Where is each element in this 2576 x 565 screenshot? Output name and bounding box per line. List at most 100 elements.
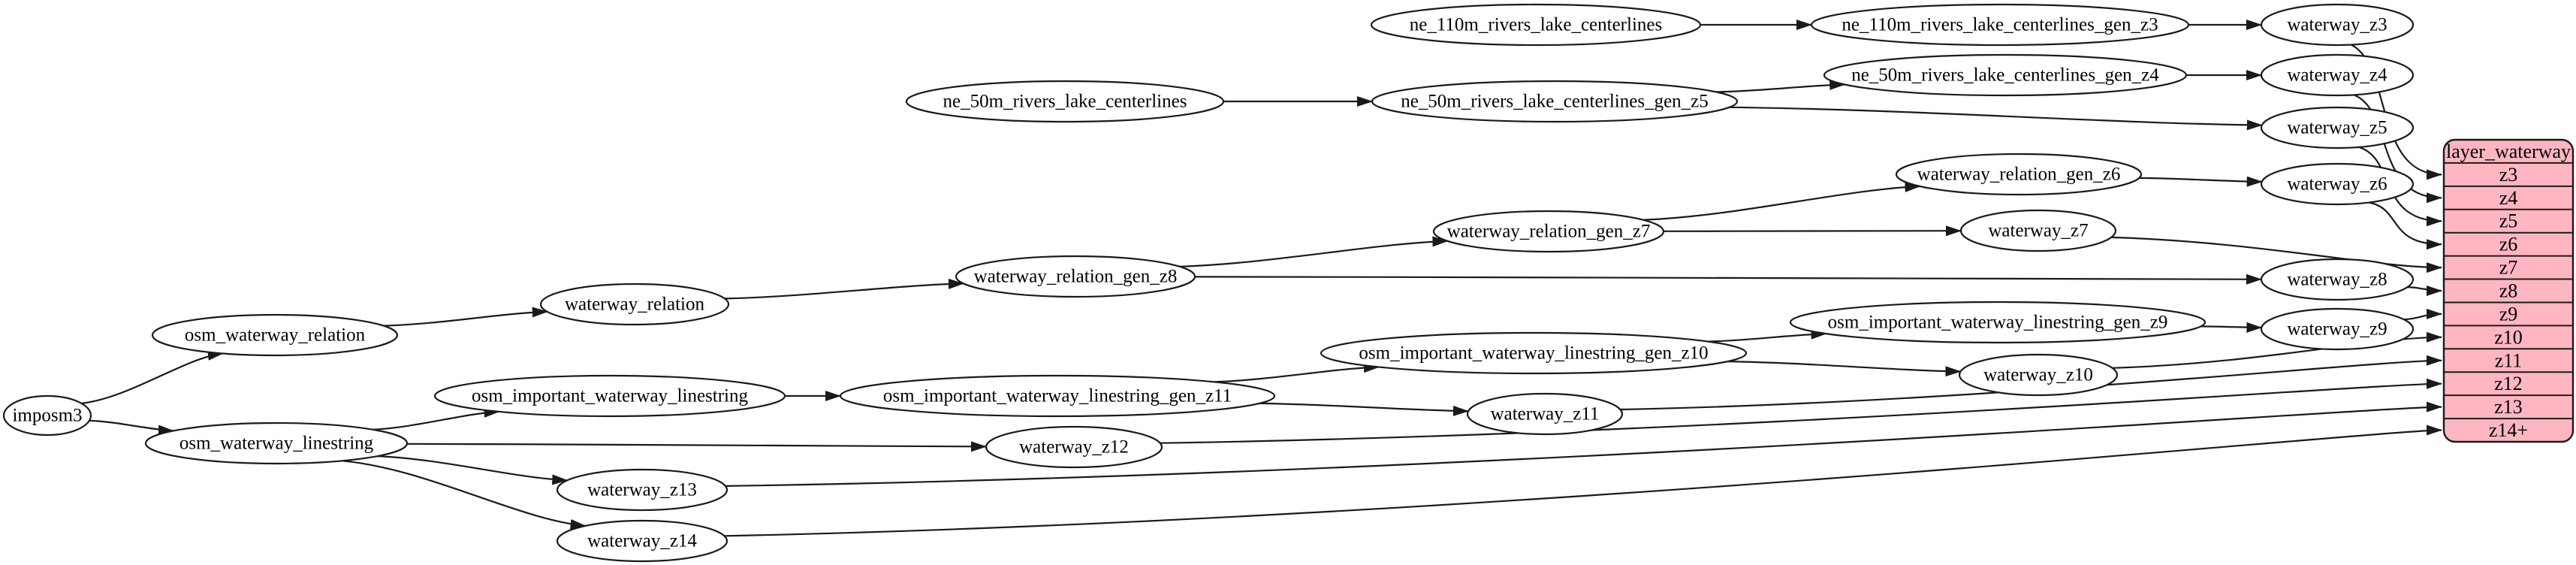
edge-waterway_z9-to-layer_waterway-z9 (2403, 308, 2442, 321)
node-label-waterway_relation_gen_z8: waterway_relation_gen_z8 (974, 267, 1178, 287)
node-label-ne_50m_rivers_lake_centerlines: ne_50m_rivers_lake_centerlines (943, 92, 1187, 112)
node-label-waterway_z6: waterway_z6 (2287, 174, 2387, 195)
node-ellipse-waterway_z11 (1466, 392, 1624, 436)
node-osm_important_waterway_linestring_gen_z11: osm_important_waterway_linestring_gen_z1… (839, 374, 1276, 418)
edge-waterway_relation_gen_z8-to-waterway_z8 (1194, 273, 2262, 285)
node-osm_important_waterway_linestring_gen_z9: osm_important_waterway_linestring_gen_z9 (1789, 301, 2206, 344)
table-row-z9: z9 (2499, 303, 2518, 325)
node-ne_110m_rivers_lake_centerlines: ne_110m_rivers_lake_centerlines (1370, 3, 1702, 47)
edge-osm_waterway_linestring-to-waterway_z14 (342, 460, 587, 530)
edge-osm_important_waterway_linestring_gen_z11-to-osm_important_waterway_linestring_gen_z10 (1214, 362, 1380, 383)
table-row-z13: z13 (2494, 396, 2523, 418)
node-ellipse-osm_waterway_relation (151, 313, 399, 357)
node-ellipse-waterway_z8 (2260, 258, 2415, 301)
node-ellipse-waterway_z5 (2260, 106, 2415, 150)
table-title: layer_waterway (2446, 140, 2571, 162)
node-ellipse-waterway_relation_gen_z6 (1895, 153, 2143, 196)
edge-osm_important_waterway_linestring_gen_z11-to-waterway_z11 (1259, 402, 1469, 416)
node-waterway_z13: waterway_z13 (556, 468, 728, 512)
node-waterway_z9: waterway_z9 (2260, 307, 2415, 351)
table-layer-waterway: layer_waterwayz3z4z5z6z7z8z9z10z11z12z13… (2442, 138, 2574, 443)
edge-waterway_relation_gen_z7-to-waterway_relation_gen_z6 (1643, 181, 1921, 221)
node-label-osm_important_waterway_linestring_gen_z9: osm_important_waterway_linestring_gen_z9 (1828, 313, 2168, 333)
edge-waterway_z11-to-layer_waterway-z11 (1620, 355, 2442, 411)
table-row-z8: z8 (2499, 280, 2518, 302)
edge-osm_waterway_linestring-to-waterway_z12 (406, 441, 987, 452)
node-label-waterway_relation_gen_z7: waterway_relation_gen_z7 (1447, 222, 1651, 242)
node-label-osm_important_waterway_linestring: osm_important_waterway_linestring (472, 386, 748, 406)
node-ellipse-waterway_z6 (2260, 162, 2415, 206)
node-label-ne_110m_rivers_lake_centerlines: ne_110m_rivers_lake_centerlines (1410, 15, 1662, 35)
node-waterway_z8: waterway_z8 (2260, 258, 2415, 301)
edge-waterway_z13-to-layer_waterway-z13 (725, 401, 2442, 487)
edge-waterway_relation_gen_z8-to-waterway_relation_gen_z7 (1179, 236, 1449, 267)
edge-waterway_z4-to-layer_waterway-z4 (2353, 94, 2442, 204)
node-label-waterway_relation: waterway_relation (565, 295, 705, 315)
node-ellipse-waterway_z14 (556, 519, 728, 563)
node-ellipse-waterway_z3 (2260, 3, 2415, 47)
node-waterway_relation_gen_z8: waterway_relation_gen_z8 (955, 255, 1196, 298)
edge-waterway_relation-to-waterway_relation_gen_z8 (724, 278, 964, 300)
node-ellipse-osm_important_waterway_linestring_gen_z9 (1789, 301, 2206, 344)
node-waterway_relation_gen_z6: waterway_relation_gen_z6 (1895, 153, 2143, 196)
node-label-waterway_z7: waterway_z7 (1988, 221, 2088, 241)
edge-osm_important_waterway_linestring_gen_z10-to-waterway_z10 (1727, 361, 1962, 377)
edge-waterway_z8-to-layer_waterway-z8 (2407, 285, 2442, 296)
node-waterway_z10: waterway_z10 (1958, 353, 2119, 397)
table-row-z4: z4 (2499, 187, 2518, 209)
node-ne_50m_rivers_lake_centerlines_gen_z4: ne_50m_rivers_lake_centerlines_gen_z4 (1823, 53, 2188, 97)
node-label-ne_110m_rivers_lake_centerlines_gen_z3: ne_110m_rivers_lake_centerlines_gen_z3 (1842, 15, 2158, 35)
table-row-z10: z10 (2494, 326, 2523, 348)
table-row-z11: z11 (2495, 349, 2523, 371)
node-waterway_z5: waterway_z5 (2260, 106, 2415, 150)
edge-waterway_relation_gen_z6-to-waterway_z6 (2139, 176, 2263, 187)
node-osm_important_waterway_linestring: osm_important_waterway_linestring (433, 374, 786, 418)
node-osm_waterway_relation: osm_waterway_relation (151, 313, 399, 357)
node-label-osm_waterway_relation: osm_waterway_relation (185, 325, 366, 346)
node-label-waterway_relation_gen_z6: waterway_relation_gen_z6 (1917, 165, 2121, 185)
node-label-waterway_z13: waterway_z13 (587, 480, 697, 500)
node-ellipse-waterway_z13 (556, 468, 728, 512)
node-waterway_z4: waterway_z4 (2260, 53, 2415, 97)
node-label-waterway_z9: waterway_z9 (2287, 319, 2387, 340)
node-ne_110m_rivers_lake_centerlines_gen_z3: ne_110m_rivers_lake_centerlines_gen_z3 (1810, 3, 2190, 47)
node-label-osm_important_waterway_linestring_gen_z11: osm_important_waterway_linestring_gen_z1… (883, 386, 1232, 406)
table-row-z5: z5 (2499, 210, 2518, 232)
node-ellipse-waterway_relation_gen_z8 (955, 255, 1196, 298)
node-ellipse-waterway_z7 (1959, 209, 2117, 252)
edge-ne_50m_rivers_lake_centerlines_gen_z5-to-waterway_z5 (1729, 106, 2263, 131)
edge-osm_waterway_linestring-to-osm_important_waterway_linestring (373, 406, 500, 431)
node-osm_important_waterway_linestring_gen_z10: osm_important_waterway_linestring_gen_z1… (1320, 331, 1748, 375)
table-row-z3: z3 (2499, 164, 2518, 186)
node-ellipse-waterway_z12 (985, 425, 1163, 469)
node-label-osm_important_waterway_linestring_gen_z10: osm_important_waterway_linestring_gen_z1… (1359, 343, 1708, 364)
node-waterway_z3: waterway_z3 (2260, 3, 2415, 47)
node-ellipse-waterway_z10 (1958, 353, 2119, 397)
node-waterway_relation_gen_z7: waterway_relation_gen_z7 (1432, 210, 1665, 253)
node-ellipse-waterway_relation_gen_z7 (1432, 210, 1665, 253)
table-row-z6: z6 (2499, 234, 2518, 255)
table-row-z14+: z14+ (2489, 419, 2528, 441)
table-body (2442, 138, 2574, 443)
node-ellipse-ne_50m_rivers_lake_centerlines_gen_z4 (1823, 53, 2188, 97)
node-label-waterway_z11: waterway_z11 (1491, 404, 1600, 425)
node-ellipse-waterway_z9 (2260, 307, 2415, 351)
node-waterway_relation: waterway_relation (539, 282, 730, 326)
edge-imposm3-to-osm_waterway_linestring (89, 419, 174, 436)
edge-waterway_z7-to-layer_waterway-z7 (2111, 236, 2442, 273)
node-ne_50m_rivers_lake_centerlines: ne_50m_rivers_lake_centerlines (905, 80, 1225, 123)
node-label-waterway_z14: waterway_z14 (587, 531, 697, 551)
node-ellipse-osm_important_waterway_linestring (433, 374, 786, 418)
node-ellipse-osm_waterway_linestring (144, 421, 409, 465)
node-waterway_z7: waterway_z7 (1959, 209, 2117, 252)
node-ellipse-waterway_z4 (2260, 53, 2415, 97)
edge-osm_waterway_relation-to-waterway_relation (383, 307, 548, 327)
edge-imposm3-to-osm_waterway_relation (81, 349, 224, 404)
node-waterway_z12: waterway_z12 (985, 425, 1163, 469)
node-osm_waterway_linestring: osm_waterway_linestring (144, 421, 409, 465)
node-ne_50m_rivers_lake_centerlines_gen_z5: ne_50m_rivers_lake_centerlines_gen_z5 (1371, 80, 1739, 123)
node-waterway_z14: waterway_z14 (556, 519, 728, 563)
edge-waterway_z14-to-layer_waterway-z14+ (724, 425, 2442, 537)
node-label-osm_waterway_linestring: osm_waterway_linestring (179, 434, 374, 454)
